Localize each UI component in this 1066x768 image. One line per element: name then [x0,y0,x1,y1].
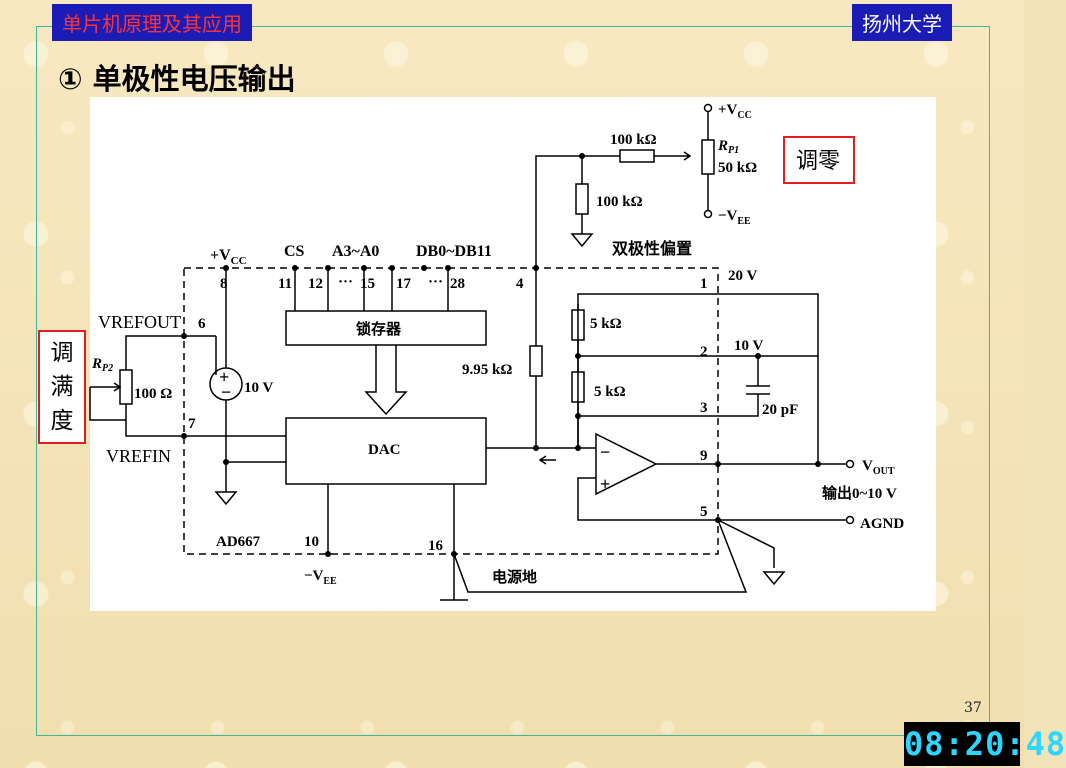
data-pin-dots [223,265,539,271]
vcc-top-label: +VCC [718,102,752,121]
rp2-resistor [119,369,133,405]
opamp-plus: + [600,474,610,494]
page-number: 37 [964,700,982,716]
opamp-minus: − [600,442,610,462]
data-pin-wires [294,268,449,311]
pin-1: 1 [700,276,708,292]
r995-resistor [529,345,543,377]
v20-label: 20 V [728,268,757,284]
current-arrow [538,455,556,465]
pin-3: 3 [700,400,708,416]
r100k-low [575,183,589,215]
slide-frame [36,26,990,736]
vout-label: VOUT [862,458,895,477]
pin-8: 8 [220,276,228,292]
power-ground-link [453,519,748,593]
bipolar-label: 双极性偏置 [612,239,692,258]
clock-display: 08:20:48 [904,722,1065,766]
vrefin-label: VREFIN [106,446,171,466]
r5k-a-label: 5 kΩ [590,316,622,332]
university-badge: 扬州大学 [852,4,952,41]
pin-28: 28 [450,276,465,292]
source-plus-sign: + [219,367,229,387]
course-title-badge: 单片机原理及其应用 [52,4,252,41]
slide-heading: ① 单极性电压输出 [58,62,296,96]
pin-17: 17 [396,276,412,292]
pin-7: 7 [188,416,196,432]
dots-1: ··· [338,274,353,290]
pin-9: 9 [700,448,708,464]
source-minus-sign: − [221,382,231,402]
vee-top-label: −VEE [718,208,751,227]
rp1-wiper [654,151,692,161]
addr-label: A3~A0 [332,243,379,260]
pin-11: 11 [278,276,292,292]
r995-label: 9.95 kΩ [462,362,512,378]
diagram-panel: +VCC CS A3~A0 DB0~DB11 双极性偏置 8 11 12 ···… [89,97,936,611]
latch-block [285,310,487,346]
full-scale-char-3: 度 [50,408,74,434]
pin-16: 16 [428,538,444,554]
vrefout-label: VREFOUT [98,312,181,332]
chip-name: AD667 [216,534,261,550]
cap-label: 20 pF [762,402,798,418]
rp2-wiper [108,382,122,392]
dac-label: DAC [368,442,401,458]
zero-adjust-label: 调零 [796,148,840,173]
rp2-short-wire [89,387,126,421]
r100k-low-label: 100 kΩ [596,194,643,210]
agnd-terminal [845,515,855,525]
rp2-bottom-wire [125,404,184,437]
ground-symbol-right [762,571,786,586]
zero-adjust-annotation [783,136,855,184]
offset-wire [535,155,620,268]
data-label: DB0~DB11 [416,243,492,260]
r5k-b-label: 5 kΩ [594,384,626,400]
rp1-label: RP1 [717,138,739,156]
vout-terminal [845,459,855,469]
full-scale-char-1: 调 [50,340,74,366]
v10-label: 10 V [734,338,763,354]
pin-10: 10 [304,534,319,550]
r100k-top-label: 100 kΩ [610,132,657,148]
vcc-label: +VCC [210,247,247,267]
source-10v-label: 10 V [244,380,273,396]
r100-label: 100 Ω [134,386,172,402]
pin-4: 4 [516,276,524,292]
cs-label: CS [284,243,305,260]
latch-to-dac-arrow [364,345,408,416]
range-20v-wire [718,293,819,464]
r50k-label: 50 kΩ [718,160,757,176]
op-amp [595,432,658,496]
ad667-circuit-diagram: +VCC CS A3~A0 DB0~DB11 双极性偏置 8 11 12 ···… [89,102,904,601]
agnd-label: AGND [860,516,904,532]
latch-label: 锁存器 [356,320,402,338]
rp1-resistor [701,139,715,175]
full-scale-annotation: 调 满 度 [38,330,86,444]
op-amp-noninv-wire [577,477,718,521]
rp2-top-wire [125,335,184,370]
output-range-label: 输出0~10 V [822,484,897,502]
pin-5: 5 [700,504,708,520]
ground-symbol-left [214,491,238,506]
vee-terminal [703,209,713,219]
power-ground-label: 电源地 [492,568,537,586]
pin-12: 12 [308,276,323,292]
dots-2: ··· [428,274,443,290]
pin-15: 15 [360,276,375,292]
dac-block [285,417,487,485]
rp2-label: RP2 [91,356,113,374]
pin-6: 6 [198,316,206,332]
r100k-top [619,149,655,163]
vee-label: −VEE [304,568,337,587]
vcc-terminal [703,103,713,113]
ground-symbol-top [570,233,594,248]
full-scale-char-2: 满 [50,374,74,400]
pin-2: 2 [700,344,708,360]
feedback-wire-top [577,293,718,448]
